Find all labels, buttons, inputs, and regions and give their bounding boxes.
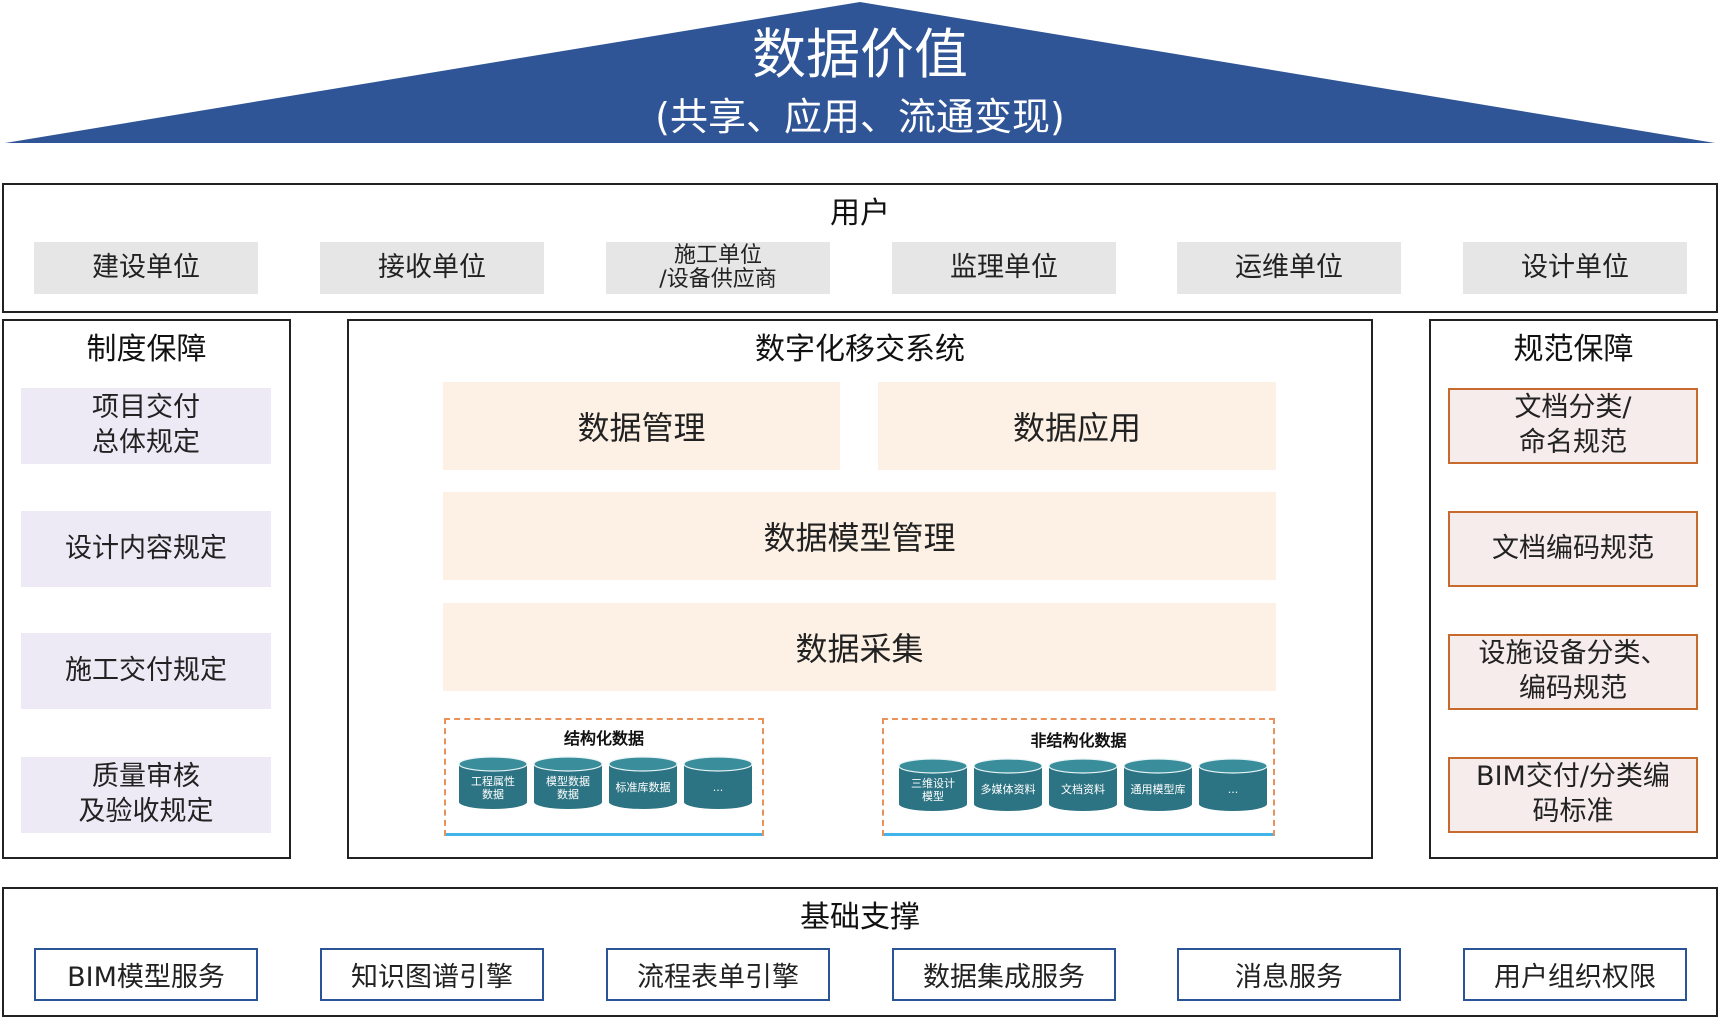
- database-icon: [458, 756, 528, 809]
- rule-construction-delivery: 施工交付规定: [21, 633, 271, 709]
- database-icon: [533, 756, 603, 809]
- db-label-documents: 文档资料: [1061, 783, 1105, 797]
- rule-design-content: 设计内容规定: [21, 511, 271, 587]
- database-icon: [683, 756, 753, 809]
- institution-title: 制度保障: [86, 332, 207, 367]
- db-label-more: ...: [712, 781, 724, 795]
- db-label-model-data: 模型数据 数据: [546, 774, 590, 801]
- data-management-module: 数据管理: [443, 382, 840, 470]
- user-design-unit: 设计单位: [1463, 242, 1687, 294]
- service-workflow-form: 流程表单引擎: [606, 948, 830, 1001]
- user-operation-unit: 运维单位: [1177, 242, 1401, 294]
- standard-bim-delivery: BIM交付/分类编 码标准: [1448, 757, 1698, 833]
- system-title: 数字化移交系统: [755, 332, 965, 367]
- service-bim-model: BIM模型服务: [34, 948, 258, 1001]
- rule-quality-acceptance: 质量审核 及验收规定: [21, 757, 271, 833]
- standard-facility-coding: 设施设备分类、 编码规范: [1448, 634, 1698, 710]
- rule-project-delivery: 项目交付 总体规定: [21, 388, 271, 464]
- foundation-title: 基础支撑: [800, 900, 920, 935]
- db-label-common-model-library: 通用模型库: [1130, 783, 1186, 797]
- db-label-engineering-attributes: 工程属性 数据: [471, 774, 515, 801]
- data-value-roof: [5, 2, 1715, 143]
- roof-title: 数据价值: [752, 22, 968, 86]
- standard-document-naming: 文档分类/ 命名规范: [1448, 388, 1698, 464]
- roof-subtitle: (共享、应用、流通变现): [655, 94, 1065, 139]
- users-title: 用户: [830, 196, 890, 231]
- data-model-management-module: 数据模型管理: [443, 492, 1276, 580]
- database-icon: [1198, 758, 1268, 811]
- standard-document-coding: 文档编码规范: [1448, 511, 1698, 587]
- service-messaging: 消息服务: [1177, 948, 1401, 1001]
- unstructured-data-title: 非结构化数据: [1030, 731, 1127, 750]
- user-construction-unit: 建设单位: [34, 242, 258, 294]
- standards-title: 规范保障: [1513, 332, 1634, 367]
- user-contractor-supplier: 施工单位 /设备供应商: [606, 242, 830, 294]
- database-icon: [898, 758, 968, 811]
- database-icon: [608, 756, 678, 809]
- data-application-module: 数据应用: [878, 382, 1276, 470]
- user-receiving-unit: 接收单位: [320, 242, 544, 294]
- database-icon: [1048, 758, 1118, 811]
- service-data-integration: 数据集成服务: [892, 948, 1116, 1001]
- data-collection-module: 数据采集: [443, 603, 1276, 691]
- foundation-section: [2, 887, 1718, 1017]
- database-icon: [1123, 758, 1193, 811]
- user-supervision-unit: 监理单位: [892, 242, 1116, 294]
- structured-data-title: 结构化数据: [563, 729, 644, 748]
- db-label-more: ...: [1227, 783, 1239, 797]
- users-section: [2, 183, 1718, 313]
- db-label-3d-design-model: 三维设计 模型: [911, 776, 955, 803]
- database-icon: [973, 758, 1043, 811]
- db-label-multimedia: 多媒体资料: [980, 783, 1036, 797]
- service-user-permissions: 用户组织权限: [1463, 948, 1687, 1001]
- db-label-standard-library: 标准库数据: [615, 781, 671, 795]
- service-knowledge-graph: 知识图谱引擎: [320, 948, 544, 1001]
